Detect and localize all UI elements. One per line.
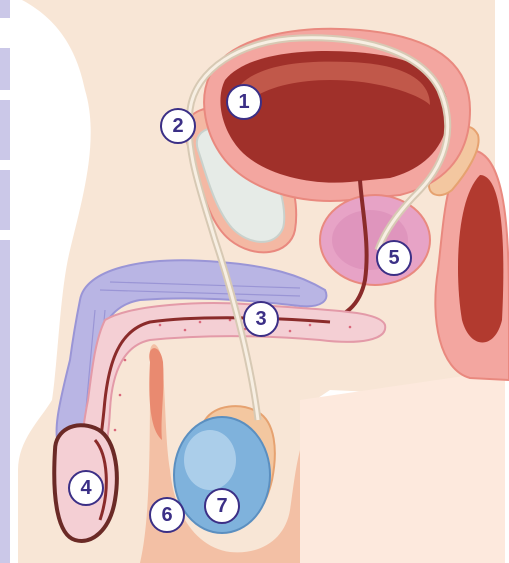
label-marker-5: 5	[376, 240, 412, 276]
side-bar-gap	[0, 90, 10, 100]
side-bar-gap	[0, 230, 10, 240]
label-marker-1: 1	[226, 84, 262, 120]
testis-highlight	[184, 430, 236, 490]
label-marker-3: 3	[243, 301, 279, 337]
label-marker-2: 2	[160, 108, 196, 144]
label-marker-6: 6	[149, 497, 185, 533]
side-bar	[0, 0, 10, 563]
label-marker-7: 7	[204, 488, 240, 524]
side-bar-gap	[0, 160, 10, 170]
side-bar-gap	[0, 18, 10, 48]
thigh-skin	[300, 370, 505, 563]
label-marker-4: 4	[68, 470, 104, 506]
